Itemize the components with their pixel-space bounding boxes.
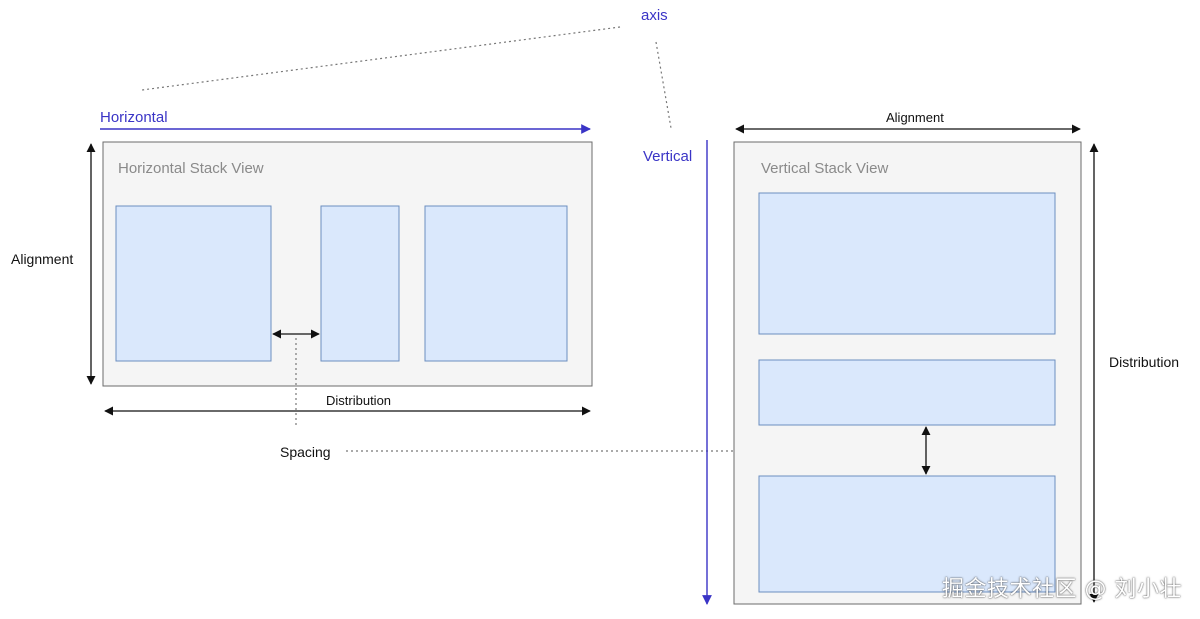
vertical-axis-label: Vertical [643, 148, 692, 165]
horizontal-item-3 [424, 205, 568, 362]
horizontal-stack-view-title: Horizontal Stack View [118, 160, 264, 177]
horizontal-item-2 [320, 205, 400, 362]
axis-label: axis [641, 7, 668, 24]
horizontal-item-1 [115, 205, 272, 362]
axis-dotted-leader-left [141, 26, 621, 91]
horizontal-axis-label: Horizontal [100, 109, 168, 126]
watermark-text: 掘金技术社区 @ 刘小壮 [942, 577, 1182, 602]
vertical-item-2 [758, 359, 1056, 426]
vertical-item-1 [758, 192, 1056, 335]
distribution-label-right: Distribution [1109, 354, 1179, 370]
distribution-label-bottom: Distribution [326, 393, 391, 408]
spacing-label: Spacing [280, 444, 331, 460]
vertical-stack-view-title: Vertical Stack View [761, 160, 888, 177]
vertical-item-3 [758, 475, 1056, 593]
axis-dotted-leader-right [655, 41, 672, 129]
alignment-label-left: Alignment [11, 251, 73, 267]
alignment-label-top: Alignment [886, 110, 944, 125]
